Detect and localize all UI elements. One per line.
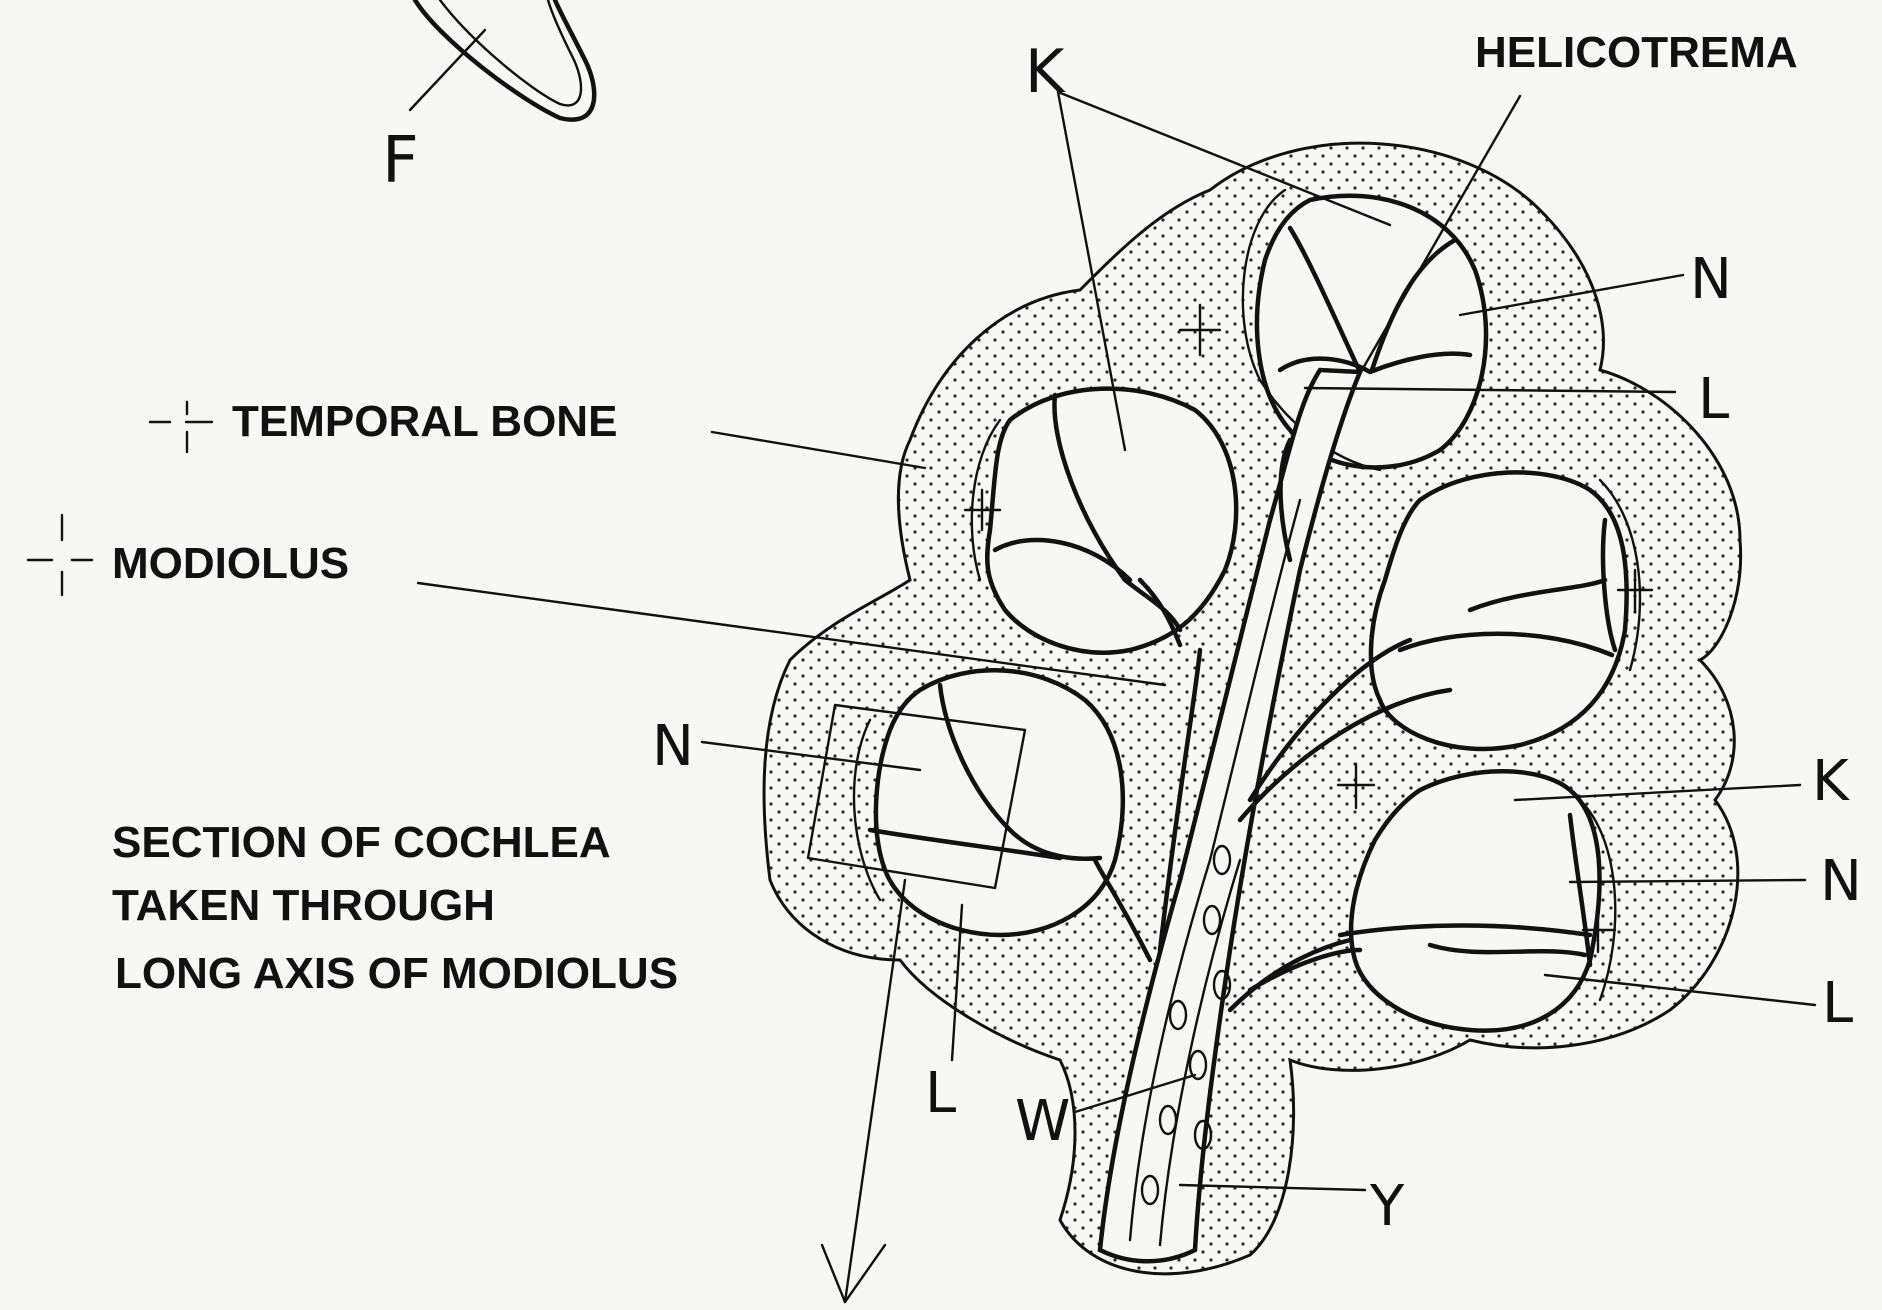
right-middle-turn — [1371, 472, 1627, 749]
letter-l-top: L — [1698, 367, 1729, 432]
basal-left-turn — [876, 670, 1123, 935]
letter-n-right: N — [1820, 849, 1862, 914]
caption-line-3: LONG AXIS OF MODIOLUS — [115, 949, 678, 998]
letter-n-top: N — [1690, 247, 1732, 312]
letter-k-right: K — [1812, 749, 1850, 814]
upper-left-turn — [987, 389, 1236, 653]
helicotrema-label: HELICOTREMA — [1475, 28, 1798, 77]
modiolus-symbol — [28, 515, 92, 595]
caption-line-2: TAKEN THROUGH — [112, 881, 495, 930]
f-structure — [410, 0, 594, 120]
letter-k-top: K — [1025, 37, 1066, 107]
modiolus-label: MODIOLUS — [112, 539, 349, 588]
letter-f: F — [382, 124, 419, 198]
letter-w: W — [1015, 1089, 1070, 1154]
apical-turn — [1257, 196, 1486, 468]
letter-l-right: L — [1822, 971, 1853, 1036]
caption-line-1: SECTION OF COCHLEA — [112, 818, 611, 867]
temporal-bone-label: TEMPORAL BONE — [232, 397, 617, 446]
temporal-bone-symbol — [150, 402, 212, 452]
letter-y: Y — [1369, 1174, 1405, 1239]
letter-l-left: L — [925, 1061, 956, 1126]
letter-n-left: N — [652, 714, 694, 779]
